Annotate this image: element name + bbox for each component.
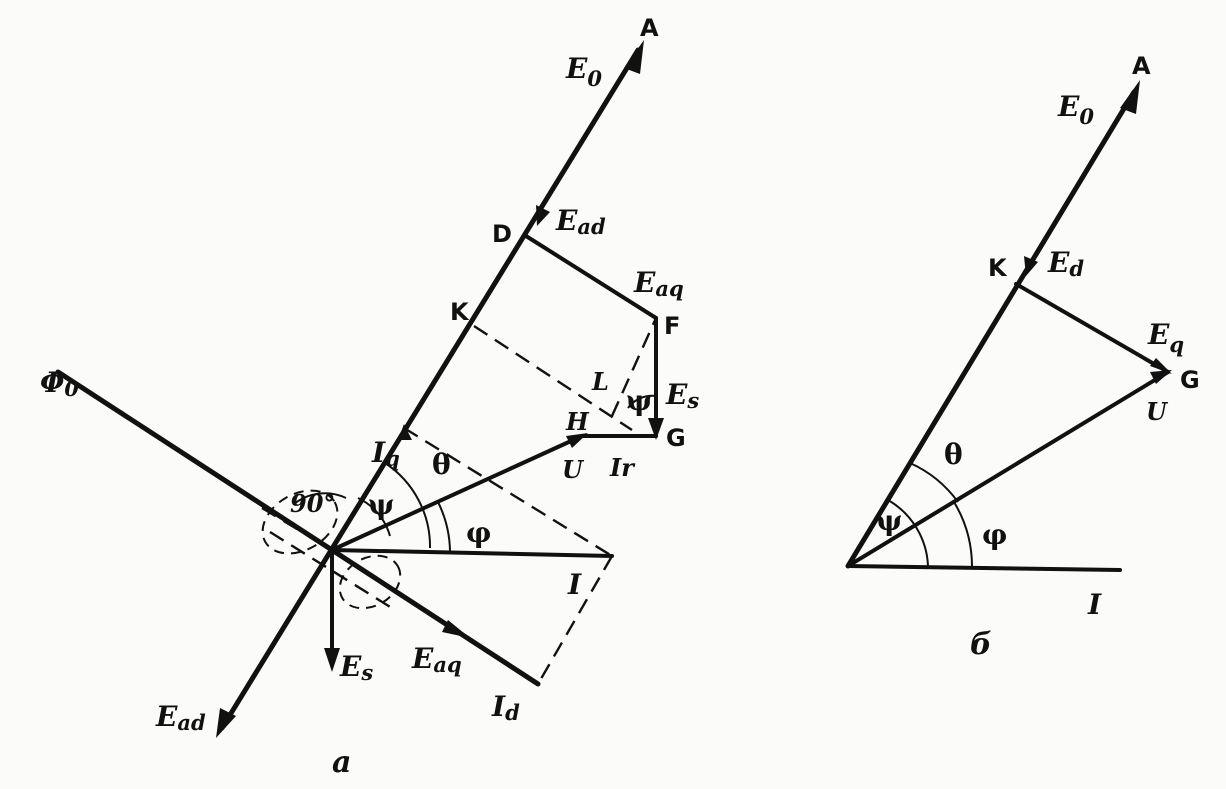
label-psi: ψ <box>368 488 394 521</box>
b-label-i: I <box>1087 588 1102 621</box>
id-line <box>329 547 541 687</box>
es-top-arrowhead <box>648 418 664 440</box>
b-eq-arrowhead <box>1150 358 1172 374</box>
b-label-a: A <box>1132 52 1151 80</box>
label-f: F <box>664 312 680 340</box>
b-label-psi: ψ <box>876 504 902 537</box>
b-label-u: U <box>1146 397 1169 426</box>
b-label-ed: Ed <box>1047 246 1084 281</box>
phi-arc <box>437 501 451 552</box>
theta-arc <box>384 462 432 549</box>
b-label-g: G <box>1180 366 1200 394</box>
e0-arrowhead <box>624 40 644 74</box>
b-i-vector-line <box>846 564 1122 572</box>
label-es-bottom: Es <box>339 650 373 685</box>
phi0-line <box>55 369 335 553</box>
label-es-top: Es <box>665 378 699 413</box>
iq-arrowhead <box>398 424 412 440</box>
b-label-k: K <box>988 254 1008 282</box>
b-u-vector-line <box>846 370 1170 568</box>
eaq-top-line <box>524 234 658 320</box>
b-label-theta: θ <box>944 438 963 471</box>
b-label-eq: Eq <box>1147 318 1184 357</box>
label-i: I <box>567 568 582 601</box>
label-h: H <box>565 407 590 436</box>
b-eq-line <box>1014 282 1170 374</box>
label-phi0: Φ0 <box>40 366 79 401</box>
b-phi-arc <box>953 501 973 567</box>
flux-ellipse-left <box>261 489 339 555</box>
label-psi-small: ψ <box>626 384 652 417</box>
eaq-bottom-arrowhead <box>442 620 470 638</box>
label-eaq-top: Eaq <box>633 266 684 301</box>
i-vector-line <box>330 548 614 558</box>
label-ead-top: Ead <box>555 204 606 239</box>
caption-b: б <box>970 627 992 662</box>
caption-a: а <box>332 745 351 780</box>
b-label-phi: φ <box>982 518 1007 551</box>
b-theta-arc <box>909 462 959 503</box>
diagram-b: A E0 K Ed Eq G U θ ψ φ I б <box>845 52 1200 662</box>
label-90-deg: 90° <box>290 489 335 518</box>
label-l: L <box>591 367 609 396</box>
label-theta: θ <box>432 448 451 481</box>
dashed-phi0-offset-a <box>261 506 333 552</box>
psi-small-arc <box>627 394 657 409</box>
b-e0-arrowhead <box>1120 80 1140 114</box>
label-u: U <box>562 455 585 484</box>
label-g: G <box>666 424 686 452</box>
label-e0: E0 <box>565 52 602 91</box>
dashed-iq-to-i <box>403 426 613 558</box>
es-bottom-arrowhead <box>324 648 340 672</box>
label-d: D <box>492 220 512 248</box>
b-u-arrowhead <box>1150 370 1172 384</box>
psi-arc <box>357 497 391 537</box>
dashed-k-to-g <box>473 324 633 432</box>
label-iq: Iq <box>371 436 400 471</box>
b-label-e0: E0 <box>1057 90 1094 129</box>
ead-top-arrowhead <box>536 205 550 226</box>
dashed-l-to-f <box>610 317 658 417</box>
angle-90-arc <box>293 492 347 505</box>
label-id: Id <box>491 690 520 725</box>
ead-bottom-arrowhead <box>216 708 236 738</box>
b-ed-arrowhead <box>1024 256 1038 276</box>
label-k: K <box>450 298 470 326</box>
label-phi: φ <box>466 516 491 549</box>
label-ir: Ir <box>609 453 636 482</box>
label-a-top: A <box>640 14 659 42</box>
label-eaq-bottom: Eaq <box>411 642 462 677</box>
b-e0-axis-line <box>845 89 1137 569</box>
e0-axis-line <box>219 47 641 731</box>
label-ead-bottom: Ead <box>155 700 206 735</box>
flux-ellipse-right <box>338 554 402 610</box>
diagram-a: A E0 D Ead Eaq K F L ψ Es H G Iq θ U Ir … <box>40 14 699 780</box>
b-psi-arc <box>887 499 929 567</box>
u-vector-line <box>330 434 584 552</box>
